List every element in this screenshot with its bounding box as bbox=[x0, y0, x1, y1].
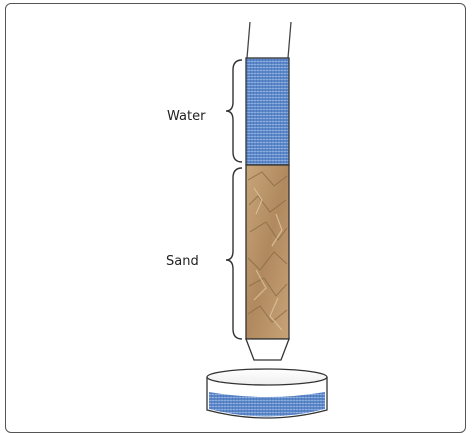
water-brace bbox=[225, 59, 243, 163]
sand-label: Sand bbox=[166, 254, 199, 269]
pipe-right-line bbox=[287, 21, 292, 59]
sand-brace bbox=[225, 167, 243, 340]
collection-dish bbox=[206, 368, 328, 419]
column-funnel-tip bbox=[245, 338, 290, 361]
water-label: Water bbox=[167, 109, 206, 124]
pipe-left-line bbox=[246, 21, 251, 59]
water-layer bbox=[245, 57, 290, 166]
sand-layer bbox=[245, 164, 290, 340]
collected-water bbox=[209, 392, 325, 417]
